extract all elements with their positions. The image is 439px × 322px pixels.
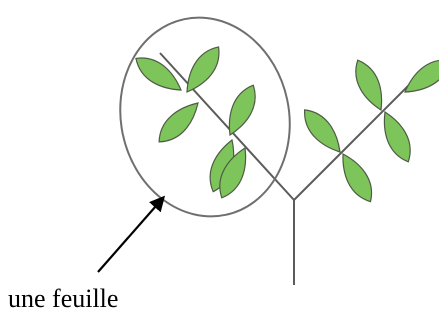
left-compound-leaf xyxy=(130,41,294,202)
highlight-ellipse xyxy=(102,2,308,233)
leaf-label: une feuille xyxy=(8,286,118,312)
right-compound-leaf xyxy=(294,52,439,206)
right-leaflet xyxy=(297,52,439,206)
left-leaflet xyxy=(130,41,262,202)
pointer-arrow xyxy=(98,198,163,272)
